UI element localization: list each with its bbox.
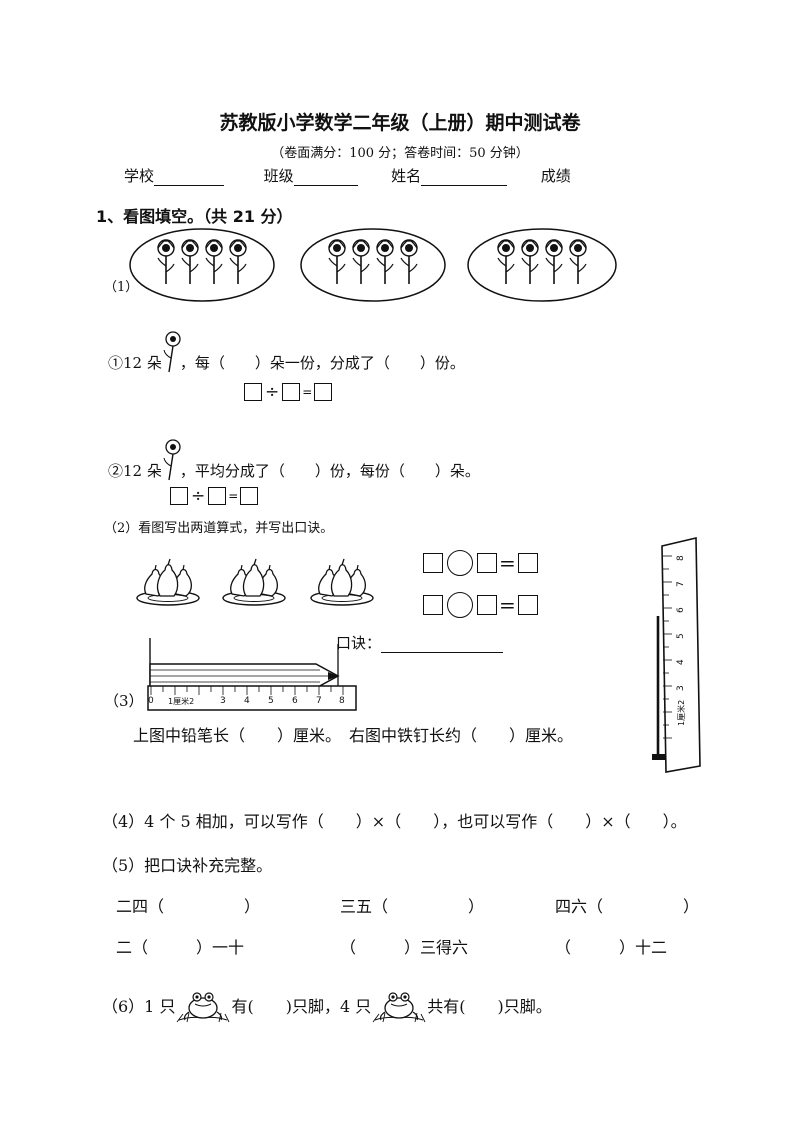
q3-number: （3）: [104, 692, 144, 710]
equals-sign: =: [499, 593, 516, 617]
flower-icon: [163, 331, 181, 373]
q1a-prefix: ①12 朵: [108, 354, 162, 372]
operator-circle[interactable]: [447, 550, 473, 576]
answer-box[interactable]: [170, 486, 188, 505]
q1-number: （1）: [104, 280, 139, 295]
ruler-tick-label: 5: [268, 696, 274, 706]
ruler-tick-label: 7: [316, 696, 322, 706]
flower-icon: [163, 439, 181, 481]
section-heading: 1、看图填空。（共 21 分）: [96, 207, 293, 226]
answer-box[interactable]: [423, 595, 443, 615]
name-field[interactable]: [421, 171, 508, 186]
divide-sign: ÷: [265, 381, 280, 402]
answer-box[interactable]: [240, 486, 259, 505]
q1b-equation: ÷=: [170, 485, 259, 506]
equals-sign: =: [228, 488, 239, 503]
name-label: 姓名: [391, 167, 422, 185]
q2-equation-2: =: [423, 592, 538, 618]
q1a-equation: ÷=: [244, 381, 333, 402]
q1a-line: ①12 朵 ，每（ ）朵一份，分成了（ ）份。: [108, 330, 465, 374]
q6-part-b: 有( )只脚，4 只: [231, 997, 372, 1016]
q5-row2-item[interactable]: 二（ ）一十: [116, 938, 245, 957]
divide-sign: ÷: [191, 485, 206, 506]
page-title: 苏教版小学数学二年级（上册）期中测试卷: [219, 112, 581, 134]
info-row: 学校 班级 姓名 成绩: [124, 165, 571, 186]
q1b-prefix: ②12 朵: [108, 462, 162, 480]
koujue-line: 口诀：: [336, 632, 504, 653]
svg-text:8: 8: [676, 555, 686, 561]
answer-box[interactable]: [423, 553, 443, 573]
pencil-ruler-image: [147, 638, 357, 711]
equals-sign: =: [302, 384, 313, 399]
svg-text:1厘米2: 1厘米2: [676, 700, 686, 726]
answer-box[interactable]: [477, 595, 497, 615]
q6-part-a: （6）1 只: [102, 997, 176, 1016]
ruler-tick-label: 4: [244, 696, 250, 706]
svg-text:4: 4: [676, 659, 686, 665]
ruler-tick-label: 6: [292, 696, 298, 706]
q1b-line: ②12 朵 ，平均分成了（ ）份，每份（ ）朵。: [108, 438, 480, 482]
svg-text:7: 7: [676, 581, 686, 587]
q5-row1-item[interactable]: 三五（ ）: [340, 897, 485, 916]
q1b-text: ，平均分成了（ ）份，每份（ ）朵。: [179, 462, 480, 480]
ruler-tick-label: 3: [220, 696, 226, 706]
equals-sign: =: [499, 551, 516, 575]
horizontal-ruler: 0 1厘米2 3 4 5 6 7 8: [148, 686, 356, 710]
q5-row1-item[interactable]: 四六（ ）: [555, 897, 700, 916]
q4-text: （4）4 个 5 相加，可以写作（ ）×（ ），也可以写作（ ）×（ ）。: [102, 812, 687, 831]
page-subtitle: （卷面满分：100 分；答卷时间：50 分钟）: [271, 146, 529, 161]
pear-plates-image: [136, 558, 374, 606]
q5-row2-item[interactable]: （ ）十二: [555, 938, 668, 957]
q5-row2-item[interactable]: （ ）三得六: [340, 938, 469, 957]
flower-groups-image: [129, 228, 617, 302]
answer-box[interactable]: [477, 553, 497, 573]
answer-box[interactable]: [517, 595, 538, 615]
school-label: 学校: [124, 167, 155, 185]
frog-icon: [177, 992, 230, 1023]
ruler-tick-label: 1厘米2: [168, 697, 195, 706]
q2-text: （2）看图写出两道算式，并写出口诀。: [104, 521, 334, 536]
svg-text:3: 3: [676, 685, 686, 691]
school-field[interactable]: [154, 171, 225, 186]
answer-box[interactable]: [517, 553, 538, 573]
q3-text: 上图中铅笔长（ ）厘米。 右图中铁钉长约（ ）厘米。: [133, 726, 574, 745]
svg-text:6: 6: [676, 607, 686, 613]
svg-text:5: 5: [676, 633, 686, 639]
koujue-field[interactable]: [381, 638, 504, 653]
answer-box[interactable]: [244, 382, 262, 401]
class-field[interactable]: [293, 171, 358, 186]
q5-row1-item[interactable]: 二四（ ）: [116, 897, 261, 916]
answer-box[interactable]: [208, 486, 227, 505]
ruler-tick-label: 8: [339, 696, 345, 706]
score-label: 成绩: [540, 167, 571, 185]
frog-icon: [372, 992, 426, 1023]
answer-box[interactable]: [282, 382, 301, 401]
q1a-text: ，每（ ）朵一份，分成了（ ）份。: [179, 354, 465, 372]
q5-text: （5）把口诀补充完整。: [102, 856, 273, 875]
operator-circle[interactable]: [447, 592, 473, 618]
koujue-label: 口诀：: [336, 634, 382, 652]
class-label: 班级: [263, 167, 294, 185]
answer-box[interactable]: [314, 382, 333, 401]
q2-equation-1: =: [423, 550, 538, 576]
q6-line: （6）1 只 有( )只脚，4 只 共有( )只脚。: [102, 986, 552, 1026]
q6-part-c: 共有( )只脚。: [427, 997, 552, 1016]
vertical-ruler-nail-image: 8 7 6 5 4 3 1厘米2: [652, 536, 701, 773]
ruler-tick-label: 0: [148, 696, 154, 706]
